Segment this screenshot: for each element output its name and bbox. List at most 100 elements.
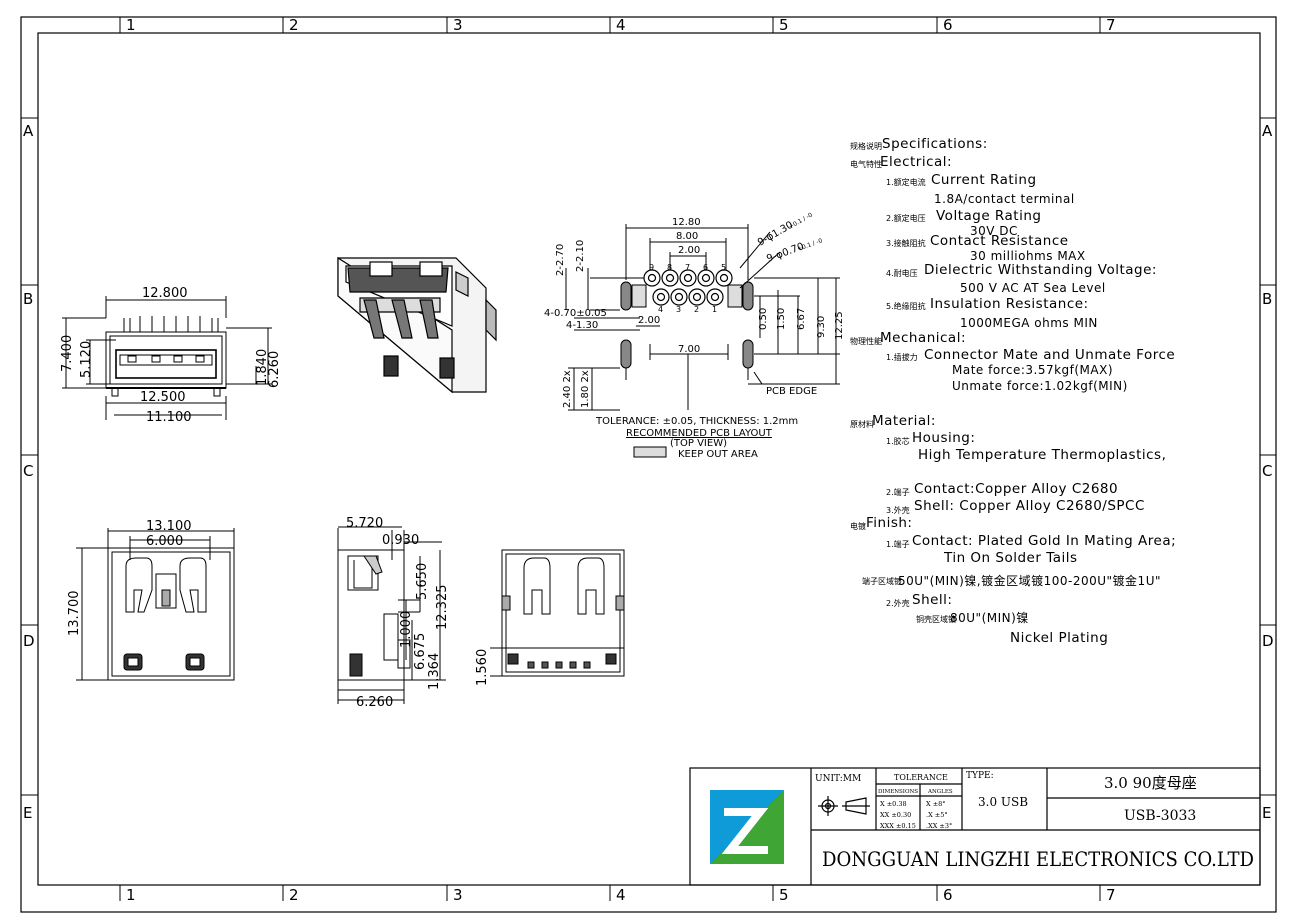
pcb-d-1225: 12.25 xyxy=(834,311,845,340)
spec-cn-17: 1.胶芯 xyxy=(886,437,910,446)
spec-cn-13: 1.插拔力 xyxy=(886,353,918,362)
spec-cn-16: 原材料 xyxy=(850,420,874,429)
front-view-top xyxy=(62,296,272,420)
pcb-w-mid: 8.00 xyxy=(676,231,698,242)
spec-cn-2: 1.额定电流 xyxy=(886,178,926,187)
col-label-4-bottom: 4 xyxy=(616,886,626,904)
row-label-a-right: A xyxy=(1262,122,1273,140)
spec-3: 1.8A/contact terminal xyxy=(934,192,1075,206)
col-label-5-top: 5 xyxy=(779,16,789,34)
dim-front-h-right2: 6.260 xyxy=(267,351,282,388)
spec-10: Insulation Resistance: xyxy=(930,296,1089,312)
row-label-b-right: B xyxy=(1262,290,1272,308)
tb-unit: UNIT:MM xyxy=(815,774,861,784)
pin-label-9: 9 xyxy=(649,263,654,272)
col-label-1-bottom: 1 xyxy=(126,886,136,904)
tb-type-value: 3.0 USB xyxy=(978,795,1028,809)
spec-6: Contact Resistance xyxy=(930,233,1069,249)
tb-company: DONGGUAN LINGZHI ELECTRONICS CO.LTD xyxy=(822,847,1254,871)
pcb-d-180: 1.80 2x xyxy=(580,370,591,408)
pcb-d-930: 9.30 xyxy=(816,316,827,338)
spec-24: 50U"(MIN)镍,镀金区域镀100-200U"镀金1U" xyxy=(898,574,1161,588)
pcb-d-150: 1.50 xyxy=(776,308,787,330)
spec-cn-21: 电镀 xyxy=(850,522,866,531)
spec-15: Unmate force:1.02kgf(MIN) xyxy=(952,379,1128,393)
tb-tol-ang-3: .XX ±3° xyxy=(926,822,952,830)
dim-side-0930: 0.930 xyxy=(382,533,419,548)
spec-23: Tin On Solder Tails xyxy=(944,550,1078,566)
spec-13: Connector Mate and Unmate Force xyxy=(924,347,1176,363)
row-label-e-left: E xyxy=(23,804,32,822)
row-label-b-left: B xyxy=(23,290,33,308)
spec-cn-24: 端子区域镀 xyxy=(862,577,902,586)
dim-side-w-top: 5.720 xyxy=(346,516,383,531)
spec-cn-0: 规格说明 xyxy=(850,142,882,151)
spec-7: 30 milliohms MAX xyxy=(970,249,1086,263)
pcb-top-view: (TOP VIEW) xyxy=(670,438,727,449)
spec-cn-10: 5.绝缘阻抗 xyxy=(886,302,926,311)
dim-front-w-bottom2: 11.100 xyxy=(146,410,192,425)
pcb-d-4-070: 4-0.70±0.05 xyxy=(544,308,607,319)
dim-side-w-bottom: 6.260 xyxy=(356,695,393,710)
spec-cn-22: 1.端子 xyxy=(886,540,910,549)
tb-product-name: 3.0 90度母座 xyxy=(1104,774,1197,792)
tb-part-no: USB-3033 xyxy=(1124,808,1196,824)
frame-inner xyxy=(37,32,1261,886)
spec-26: 80U"(MIN)镍 xyxy=(950,611,1029,625)
pin-label-8: 8 xyxy=(667,263,672,272)
spec-8: Dielectric Withstanding Voltage: xyxy=(924,262,1157,278)
tb-tol-dim-3: XXX ±0.15 xyxy=(880,822,916,830)
spec-12: Mechanical: xyxy=(880,330,967,346)
pcb-hole-big-tol: +0.1 / -0 xyxy=(788,211,815,230)
spec-14: Mate force:3.57kgf(MAX) xyxy=(952,363,1114,377)
col-label-4-top: 4 xyxy=(616,16,626,34)
title-block xyxy=(689,767,1261,886)
row-label-c-left: C xyxy=(23,462,33,480)
col-label-7-top: 7 xyxy=(1106,16,1116,34)
spec-21: Finish: xyxy=(866,515,913,531)
col-label-3-top: 3 xyxy=(453,16,463,34)
zone-markers xyxy=(21,17,1276,901)
tb-type-label: TYPE: xyxy=(966,771,994,781)
pcb-hole-small-tol: +0.1 / -0 xyxy=(796,237,823,253)
col-label-2-bottom: 2 xyxy=(289,886,299,904)
spec-1: Electrical: xyxy=(880,154,953,170)
company-logo xyxy=(710,790,784,864)
spec-cn-12: 物理性能 xyxy=(850,337,882,346)
pcb-tolerance-note: TOLERANCE: ±0.05, THICKNESS: 1.2mm xyxy=(595,416,798,427)
spec-cn-26: 铜壳区域镀 xyxy=(916,615,956,624)
dim-front-w-outer: 12.800 xyxy=(142,286,188,301)
tb-tol-dim-1: X ±0.38 xyxy=(880,800,907,808)
dim-front-h-right1: 1.840 xyxy=(255,349,270,386)
pcb-d-4-130: 4-1.30 xyxy=(566,320,598,331)
row-label-c-right: C xyxy=(1262,462,1272,480)
spec-cn-25: 2.外壳 xyxy=(886,599,910,608)
spec-11: 1000MEGA ohms MIN xyxy=(960,316,1098,330)
tb-dimensions: DIMENSIONS xyxy=(878,789,918,795)
spec-cn-4: 2.额定电压 xyxy=(886,214,926,223)
tb-tolerance: TOLERANCE xyxy=(894,773,948,782)
dim-front-h-outer: 7.400 xyxy=(60,335,75,372)
row-label-e-right: E xyxy=(1262,804,1271,822)
dim-side-1364: 1.364 xyxy=(427,653,442,690)
dim-bottom-h: 13.700 xyxy=(67,591,82,637)
spec-20: Shell: Copper Alloy C2680/SPCC xyxy=(914,498,1145,514)
spec-18: High Temperature Thermoplastics, xyxy=(918,447,1167,463)
col-label-2-top: 2 xyxy=(289,16,299,34)
spec-17: Housing: xyxy=(912,430,976,446)
dim-bottom-w-outer: 13.100 xyxy=(146,519,192,534)
pin-label-4: 4 xyxy=(658,305,663,314)
col-label-7-bottom: 7 xyxy=(1106,886,1116,904)
spec-2: Current Rating xyxy=(931,172,1037,188)
row-label-d-right: D xyxy=(1262,632,1274,650)
col-label-5-bottom: 5 xyxy=(779,886,789,904)
spec-cn-8: 4.耐电压 xyxy=(886,269,918,278)
spec-9: 500 V AC AT Sea Level xyxy=(960,281,1106,295)
dim-bottom-w-inner: 6.000 xyxy=(146,534,183,549)
dim-side-12325: 12.325 xyxy=(435,585,450,631)
pin-label-5: 5 xyxy=(721,263,726,272)
row-label-d-left: D xyxy=(23,632,35,650)
spec-19: Contact:Copper Alloy C2680 xyxy=(914,481,1119,497)
col-label-6-bottom: 6 xyxy=(943,886,953,904)
pcb-d-2-210: 2-2.10 xyxy=(575,240,586,272)
